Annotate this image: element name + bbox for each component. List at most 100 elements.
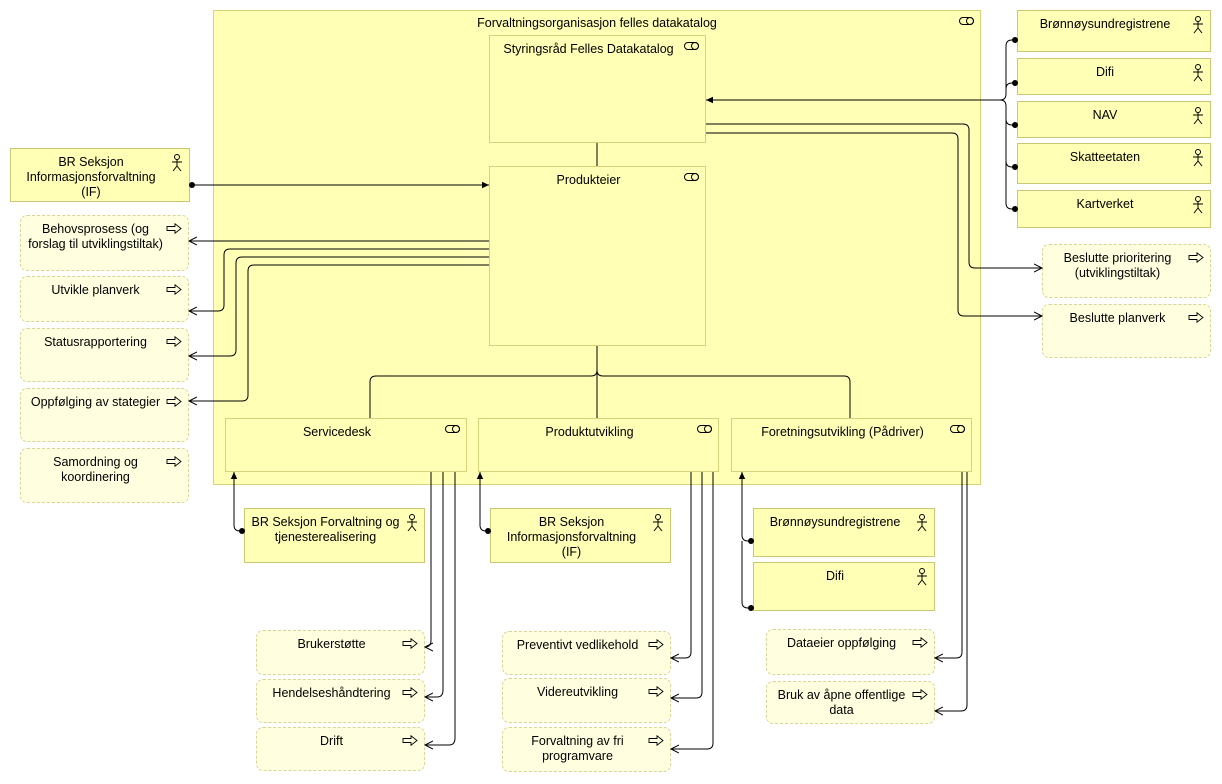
process-arrow-icon <box>166 396 182 407</box>
process-arrow-icon <box>166 336 182 347</box>
process-utvikle-planverk[interactable]: Utvikle planverk <box>20 276 189 322</box>
connector-statusrapportering <box>189 256 489 356</box>
role-servicedesk[interactable]: Servicedesk <box>225 418 467 472</box>
connector-hendelseshandtering <box>425 472 444 697</box>
actor-icon <box>1193 149 1203 167</box>
actor-label: Kartverket <box>1076 197 1134 211</box>
connector-kartverket <box>1005 106 1018 212</box>
connector-videreutvikling <box>671 472 703 698</box>
role-styringsrad-label: Styringsråd Felles Datakatalog <box>503 42 674 56</box>
process-arrow-icon <box>912 689 928 700</box>
actor-bronnoysund-bottom[interactable]: Brønnøysundregistrene <box>753 508 935 557</box>
actor-label: BR Seksjon Forvaltning og tjenesterealis… <box>251 515 400 544</box>
actor-icon <box>1193 64 1203 82</box>
process-brukerstotte[interactable]: Brukerstøtte <box>256 630 425 675</box>
connector-skatteetaten <box>1005 106 1018 170</box>
connector-dataeier <box>935 472 963 658</box>
process-label: Oppfølging av stategier <box>30 395 161 409</box>
connector-forvaltning-fri <box>671 472 714 749</box>
connector-utvikle-planverk <box>189 248 489 311</box>
role-produktutvikling[interactable]: Produktutvikling <box>478 418 719 472</box>
actor-difi-top[interactable]: Difi <box>1017 58 1211 95</box>
process-hendelseshandtering[interactable]: Hendelseshåndtering <box>256 679 425 723</box>
role-produkteier-label: Produkteier <box>556 173 621 187</box>
role-produktutvikling-label: Produktutvikling <box>545 425 634 439</box>
actor-skatteetaten[interactable]: Skatteetaten <box>1017 143 1211 184</box>
process-arrow-icon <box>402 638 418 649</box>
process-drift[interactable]: Drift <box>256 727 425 771</box>
process-arrow-icon <box>166 456 182 467</box>
connector-drift <box>425 472 456 745</box>
process-arrow-icon <box>1188 252 1204 263</box>
process-label: Hendelseshåndtering <box>272 686 391 700</box>
process-label: Beslutte prioritering (utviklingstiltak) <box>1063 251 1172 280</box>
actor-icon <box>653 514 663 532</box>
process-behovsprosess[interactable]: Behovsprosess (og forslag til utviklings… <box>20 215 189 271</box>
process-arrow-icon <box>166 223 182 234</box>
actor-br-forvaltning[interactable]: BR Seksjon Forvaltning og tjenesterealis… <box>244 508 425 563</box>
process-arrow-icon <box>648 639 664 650</box>
process-dataeier[interactable]: Dataeier oppfølging <box>766 629 935 675</box>
connector-beslutte-planverk <box>706 132 1042 316</box>
role-icon <box>684 173 699 181</box>
group-title: Forvaltningsorganisasjon felles datakata… <box>477 16 717 30</box>
actor-label: Brønnøysundregistrene <box>769 515 901 529</box>
process-statusrapportering[interactable]: Statusrapportering <box>20 328 189 382</box>
actor-label: Difi <box>825 569 845 583</box>
process-samordning[interactable]: Samordning og koordinering <box>20 448 189 503</box>
process-bruk-apne[interactable]: Bruk av åpne offentlige data <box>766 681 935 724</box>
process-label: Beslutte planverk <box>1069 311 1166 325</box>
connector-bruk-apne <box>935 472 968 711</box>
role-styringsrad[interactable]: Styringsråd Felles Datakatalog <box>489 35 706 143</box>
connector-difi-bottom <box>741 541 754 611</box>
role-produkteier[interactable]: Produkteier <box>489 166 706 346</box>
process-arrow-icon <box>648 686 664 697</box>
role-icon <box>697 425 712 433</box>
actor-label: Difi <box>1095 65 1115 79</box>
process-label: Drift <box>320 734 343 748</box>
process-beslutte-prioritering[interactable]: Beslutte prioritering (utviklingstiltak) <box>1042 244 1211 298</box>
actor-br-if-bottom[interactable]: BR Seksjon Informasjonsforvaltning (IF) <box>490 508 671 563</box>
connector-produkteier-servicedesk <box>369 369 598 418</box>
process-label: Samordning og koordinering <box>53 455 138 484</box>
role-icon <box>684 42 699 50</box>
connector-br-forvaltning <box>230 472 245 534</box>
actor-nav[interactable]: NAV <box>1017 101 1211 138</box>
actor-kartverket[interactable]: Kartverket <box>1017 190 1211 228</box>
actor-icon <box>1193 16 1203 34</box>
process-forvaltning-fri[interactable]: Forvaltning av fri programvare <box>502 727 671 772</box>
connector-bronnoysund-top <box>999 37 1018 101</box>
process-label: Statusrapportering <box>44 335 147 349</box>
process-oppfolging[interactable]: Oppfølging av stategier <box>20 388 189 442</box>
actor-label: Skatteetaten <box>1069 150 1141 164</box>
actor-bronnoysund-top[interactable]: Brønnøysundregistrene <box>1017 10 1211 52</box>
connector-brukerstotte <box>425 472 431 647</box>
process-arrow-icon <box>648 735 664 746</box>
actor-icon <box>917 514 927 532</box>
connector-difi-top <box>1005 80 1018 94</box>
process-arrow-icon <box>402 735 418 746</box>
process-beslutte-planverk[interactable]: Beslutte planverk <box>1042 304 1211 358</box>
process-videreutvikling[interactable]: Videreutvikling <box>502 678 671 723</box>
actor-icon <box>172 154 182 172</box>
actor-label: BR Seksjon Informasjonsforvaltning (IF) <box>506 515 637 559</box>
process-preventivt[interactable]: Preventivt vedlikehold <box>502 631 671 675</box>
role-icon <box>950 425 965 433</box>
role-foretningsutvikling-label: Foretningsutvikling (Pådriver) <box>761 425 924 439</box>
process-label: Bruk av åpne offentlige data <box>777 688 906 717</box>
actor-label: NAV <box>1092 108 1118 122</box>
actor-icon <box>1193 196 1203 214</box>
process-arrow-icon <box>912 637 928 648</box>
connector-preventivt <box>671 472 692 658</box>
process-arrow-icon <box>402 687 418 698</box>
connector-br-if-bottom <box>476 472 491 534</box>
role-foretningsutvikling[interactable]: Foretningsutvikling (Pådriver) <box>731 418 972 472</box>
connector-nav <box>999 99 1018 128</box>
process-label: Utvikle planverk <box>51 283 140 297</box>
actor-br-if-left[interactable]: BR Seksjon Informasjonsforvaltning (IF) <box>10 148 190 202</box>
process-label: Videreutvikling <box>536 685 619 699</box>
role-icon <box>959 17 974 25</box>
actor-difi-bottom[interactable]: Difi <box>753 562 935 611</box>
process-label: Dataeier oppfølging <box>786 636 897 650</box>
